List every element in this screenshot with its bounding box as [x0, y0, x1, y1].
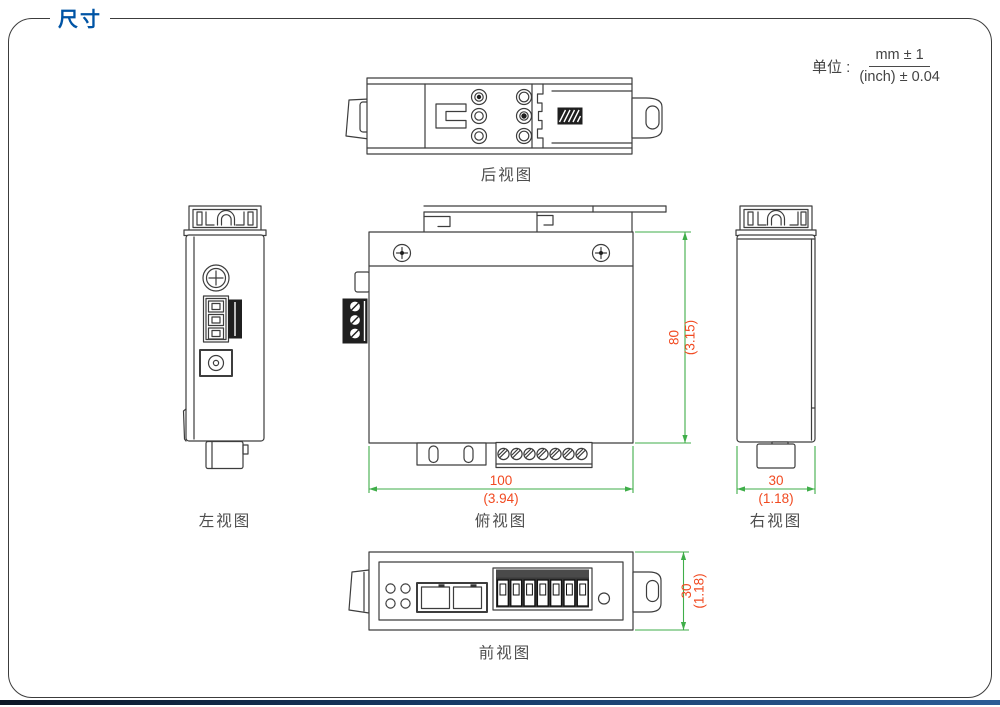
- footer-accent-bar: [0, 700, 1000, 705]
- unit-inch-tolerance: (inch) ± 0.04: [859, 68, 940, 85]
- top-view-label: 俯视图: [475, 512, 528, 530]
- dimension-top-height: 80 (3.15): [635, 231, 698, 444]
- reset-button-hole: [597, 592, 611, 605]
- page-title: 尺寸: [50, 3, 110, 32]
- front-view-drawing: [348, 551, 662, 631]
- db9-connector-top: [416, 442, 487, 466]
- rear-view-drawing: [345, 77, 663, 155]
- left-view-drawing: [182, 205, 267, 470]
- terminal-block-7pin-top: [495, 441, 593, 469]
- fiber-sc-duplex-port: [416, 582, 488, 613]
- dimension-top-width-mm: 100: [490, 473, 513, 488]
- side-terminal-block: [342, 298, 368, 344]
- terminal-block-3pin: [202, 295, 242, 343]
- terminal-block-7pin-front: [492, 567, 593, 611]
- led-indicators: [385, 583, 411, 609]
- unit-mm-tolerance: mm ± 1: [869, 47, 930, 67]
- din-spring: [557, 107, 583, 125]
- dimension-top-height-inch: (3.15): [683, 320, 698, 355]
- dimension-top-width-inch: (3.94): [483, 491, 518, 506]
- left-view-label: 左视图: [199, 512, 252, 530]
- dimension-front-height-mm: 30: [679, 583, 694, 598]
- unit-label: 单位 :: [812, 58, 851, 76]
- ground-screw: [202, 264, 230, 292]
- content-frame: [8, 18, 992, 698]
- front-view-label: 前视图: [479, 644, 532, 662]
- dimension-right-width-inch: (1.18): [758, 491, 793, 506]
- rear-view-label: 后视图: [481, 166, 534, 184]
- dc-power-jack: [199, 349, 233, 377]
- top-view-drawing: [342, 205, 667, 469]
- unit-fraction: mm ± 1 (inch) ± 0.04: [859, 47, 940, 85]
- unit-legend: 单位 : mm ± 1 (inch) ± 0.04: [812, 47, 940, 85]
- dimension-front-height: 30 (1.18): [635, 551, 707, 631]
- dimension-front-height-inch: (1.18): [692, 573, 707, 608]
- mounting-screw-right: [591, 243, 611, 263]
- right-view-drawing: [735, 205, 817, 469]
- dimension-top-height-mm: 80: [667, 330, 682, 345]
- dimension-right-width-mm: 30: [768, 473, 783, 488]
- dimension-right-width: 30 (1.18): [736, 446, 816, 506]
- dimension-top-width: 100 (3.94): [368, 446, 634, 506]
- right-view-label: 右视图: [750, 512, 803, 530]
- mounting-screw-left: [392, 243, 412, 263]
